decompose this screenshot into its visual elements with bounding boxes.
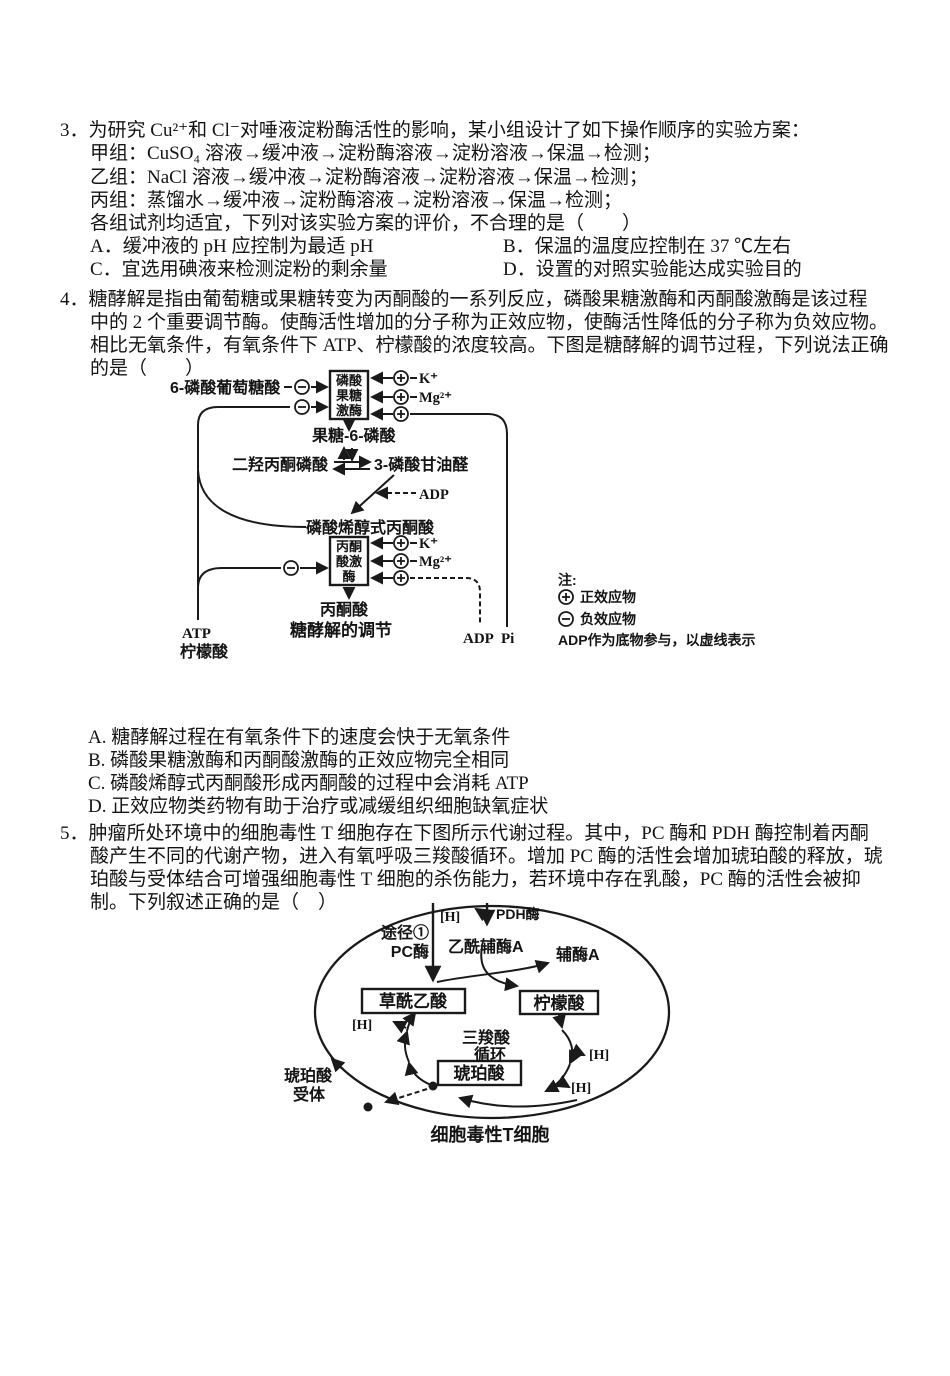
label-receptor-2: 受体 (293, 1085, 326, 1104)
label-receptor-1: 琥珀酸 (284, 1066, 333, 1085)
pfk-label-3: 激酶 (336, 403, 362, 418)
pfk-enzyme-box (328, 369, 370, 421)
glycolysis-regulation-diagram: 磷酸 果糖 激酶 丙酮 酸激 酶 6-磷酸葡萄糖酸 K⁺ Mg²⁺ 果糖-6-磷… (170, 369, 756, 661)
q4-text-1: 糖酵解是指由葡萄糖或果糖转变为丙酮酸的一系列反应，磷酸果糖激酶和丙酮酸激酶是该过… (88, 289, 868, 310)
minus-circle-icon (558, 611, 574, 627)
q5-line-1: 5．肿瘤所处环境中的细胞毒性 T 细胞存在下图所示代谢过程。其中，PC 酶和 P… (60, 822, 869, 845)
label-pc-enzyme: PC酶 (391, 942, 429, 961)
q4-option-c: C. 磷酸烯醇式丙酮酸形成丙酮酸的过程中会消耗 ATP (88, 773, 529, 794)
label-6-phosphogluconate: 6-磷酸葡萄糖酸 (170, 378, 281, 397)
label-oxaloacetate: 草酰乙酸 (379, 991, 448, 1011)
label-h-right-2: [H] (571, 1081, 591, 1096)
label-mg-ion-1: Mg²⁺ (419, 390, 452, 406)
receptor-dot (363, 1102, 373, 1112)
label-succinate: 琥珀酸 (454, 1063, 506, 1083)
label-adp-bottom: ADP (463, 631, 494, 647)
pfk-label-1: 磷酸 (336, 373, 363, 388)
label-atp: ATP (182, 626, 211, 642)
q5-line-2: 酸产生不同的代谢产物，进入有氧呼吸三羧酸循环。增加 PC 酶的活性会增加琥珀酸的… (90, 846, 883, 867)
positive-effector-icon (393, 535, 409, 551)
diagram1-caption: 糖酵解的调节 (290, 620, 392, 640)
q3-option-b: B．保温的温度应控制在 37 ℃左右 (503, 236, 792, 257)
label-pi: Pi (501, 631, 514, 647)
q4-line-1: 4．糖酵解是指由葡萄糖或果糖转变为丙酮酸的一系列反应，磷酸果糖激酶和丙酮酸激酶是… (60, 288, 868, 311)
label-pdh-enzyme: PDH酶 (496, 906, 540, 922)
q3-number: 3． (60, 120, 89, 141)
label-dhap: 二羟丙酮磷酸 (232, 455, 329, 474)
negative-effector-icon (283, 560, 299, 576)
label-g3p: 3-磷酸甘油醛 (374, 455, 469, 474)
succinate-box (436, 1059, 523, 1087)
label-k-ion-2: K⁺ (419, 536, 438, 552)
q4-line-2: 中的 2 个重要调节酶。使酶活性增加的分子称为正效应物，使酶活性降低的分子称为负… (90, 312, 889, 333)
q3-text-1: 为研究 Cu²⁺和 Cl⁻对唾液淀粉酶活性的影响，某小组设计了如下操作顺序的实验… (88, 120, 810, 141)
label-acetyl-coa: 乙酰辅酶A (448, 937, 524, 956)
cell-membrane-outline (313, 904, 671, 1120)
label-tca-1: 三羧酸 (462, 1028, 511, 1047)
label-k-ion-1: K⁺ (419, 371, 438, 387)
q5-line-4: 制。下列叙述正确的是（ ） (90, 892, 338, 913)
tca-cycle-diagram: 草酰乙酸 柠檬酸 琥珀酸 途径① PC酶 [H] PDH酶 乙酰辅酶A 辅酶A … (284, 903, 671, 1145)
positive-effector-icon (393, 389, 409, 405)
legend-positive: 正效应物 (580, 589, 636, 605)
pk-enzyme-box (328, 535, 370, 587)
label-coa: 辅酶A (556, 945, 600, 964)
q3-line-1: 3．为研究 Cu²⁺和 Cl⁻对唾液淀粉酶活性的影响，某小组设计了如下操作顺序的… (60, 119, 810, 142)
legend-negative: 负效应物 (580, 611, 636, 627)
positive-effector-icon (393, 406, 409, 422)
q3-line-4: 丙组：蒸馏水→缓冲液→淀粉酶溶液→淀粉溶液→保温→检测； (90, 190, 623, 211)
pk-label-3: 酶 (342, 569, 355, 584)
q3-line-2: 甲组：CuSO₄ 溶液→缓冲液→淀粉酶溶液→淀粉溶液→保温→检测； (90, 143, 661, 164)
positive-effector-icon (393, 570, 409, 586)
q3-option-c: C．宜选用碘液来检测淀粉的剩余量 (90, 259, 388, 280)
succinate-release-dot (428, 1081, 438, 1091)
q4-line-3: 相比无氧条件，有氧条件下 ATP、柠檬酸的浓度较高。下图是糖酵解的调节过程，下列… (90, 335, 889, 356)
q3-line-5: 各组试剂均适宜，下列对该实验方案的评价，不合理的是（ ） (90, 213, 642, 234)
label-citrate: 柠檬酸 (534, 993, 586, 1013)
diagram1-legend: 注: 正效应物 负效应物 ADP作为底物参与，以虚线表示 (558, 572, 756, 648)
label-h-right-1: [H] (589, 1048, 609, 1063)
negative-effector-icon (294, 399, 310, 415)
plus-circle-icon (558, 589, 574, 605)
label-citrate: 柠檬酸 (180, 642, 229, 661)
legend-adp-note: ADP作为底物参与，以虚线表示 (558, 632, 756, 648)
q5-line-3: 珀酸与受体结合可增强细胞毒性 T 细胞的杀伤能力，若环境中存在乳酸，PC 酶的活… (90, 869, 861, 890)
q4-line-4: 的是（ ） (90, 358, 205, 379)
citrate-box (518, 989, 600, 1016)
pk-label-2: 酸激 (336, 554, 363, 569)
q5-number: 5． (60, 823, 89, 844)
label-tca-2: 循环 (474, 1045, 506, 1064)
oxaloacetate-box (360, 987, 467, 1015)
pfk-label-2: 果糖 (335, 388, 362, 403)
q3-line-3: 乙组：NaCl 溶液→缓冲液→淀粉酶溶液→淀粉溶液→保温→检测； (90, 167, 648, 188)
label-h-left: [H] (352, 1018, 372, 1033)
label-adp-substrate: ADP (419, 487, 449, 503)
q5-text-1: 肿瘤所处环境中的细胞毒性 T 细胞存在下图所示代谢过程。其中，PC 酶和 PDH… (88, 823, 869, 844)
tca-diagram-lines (330, 903, 586, 1109)
label-pep: 磷酸烯醇式丙酮酸 (306, 518, 435, 537)
pk-label-1: 丙酮 (336, 539, 362, 554)
q3-option-a: A．缓冲液的 pH 应控制为最适 pH (90, 236, 374, 257)
label-fructose-6-phosphate: 果糖-6-磷酸 (311, 426, 397, 445)
label-mg-ion-2: Mg²⁺ (419, 554, 452, 570)
q4-option-b: B. 磷酸果糖激酶和丙酮酸激酶的正效应物完全相同 (88, 750, 510, 771)
label-h-top: [H] (440, 910, 460, 925)
q4-option-d: D. 正效应物类药物有助于治疗或减缓组织细胞缺氧症状 (88, 796, 549, 817)
positive-effector-icon (393, 553, 409, 569)
positive-effector-icon (393, 370, 409, 386)
q3-option-d: D．设置的对照实验能达成实验目的 (503, 259, 802, 280)
q4-option-a: A. 糖酵解过程在有氧条件下的速度会快于无氧条件 (88, 727, 511, 748)
glycolysis-diagram-lines (197, 371, 508, 627)
label-pathway-1: 途径① (381, 923, 429, 942)
label-pyruvate: 丙酮酸 (320, 600, 369, 619)
legend-title: 注: (558, 572, 577, 588)
negative-effector-icon (294, 379, 310, 395)
label-cytotoxic-t-cell: 细胞毒性T细胞 (431, 1124, 550, 1145)
q4-number: 4． (60, 289, 89, 310)
